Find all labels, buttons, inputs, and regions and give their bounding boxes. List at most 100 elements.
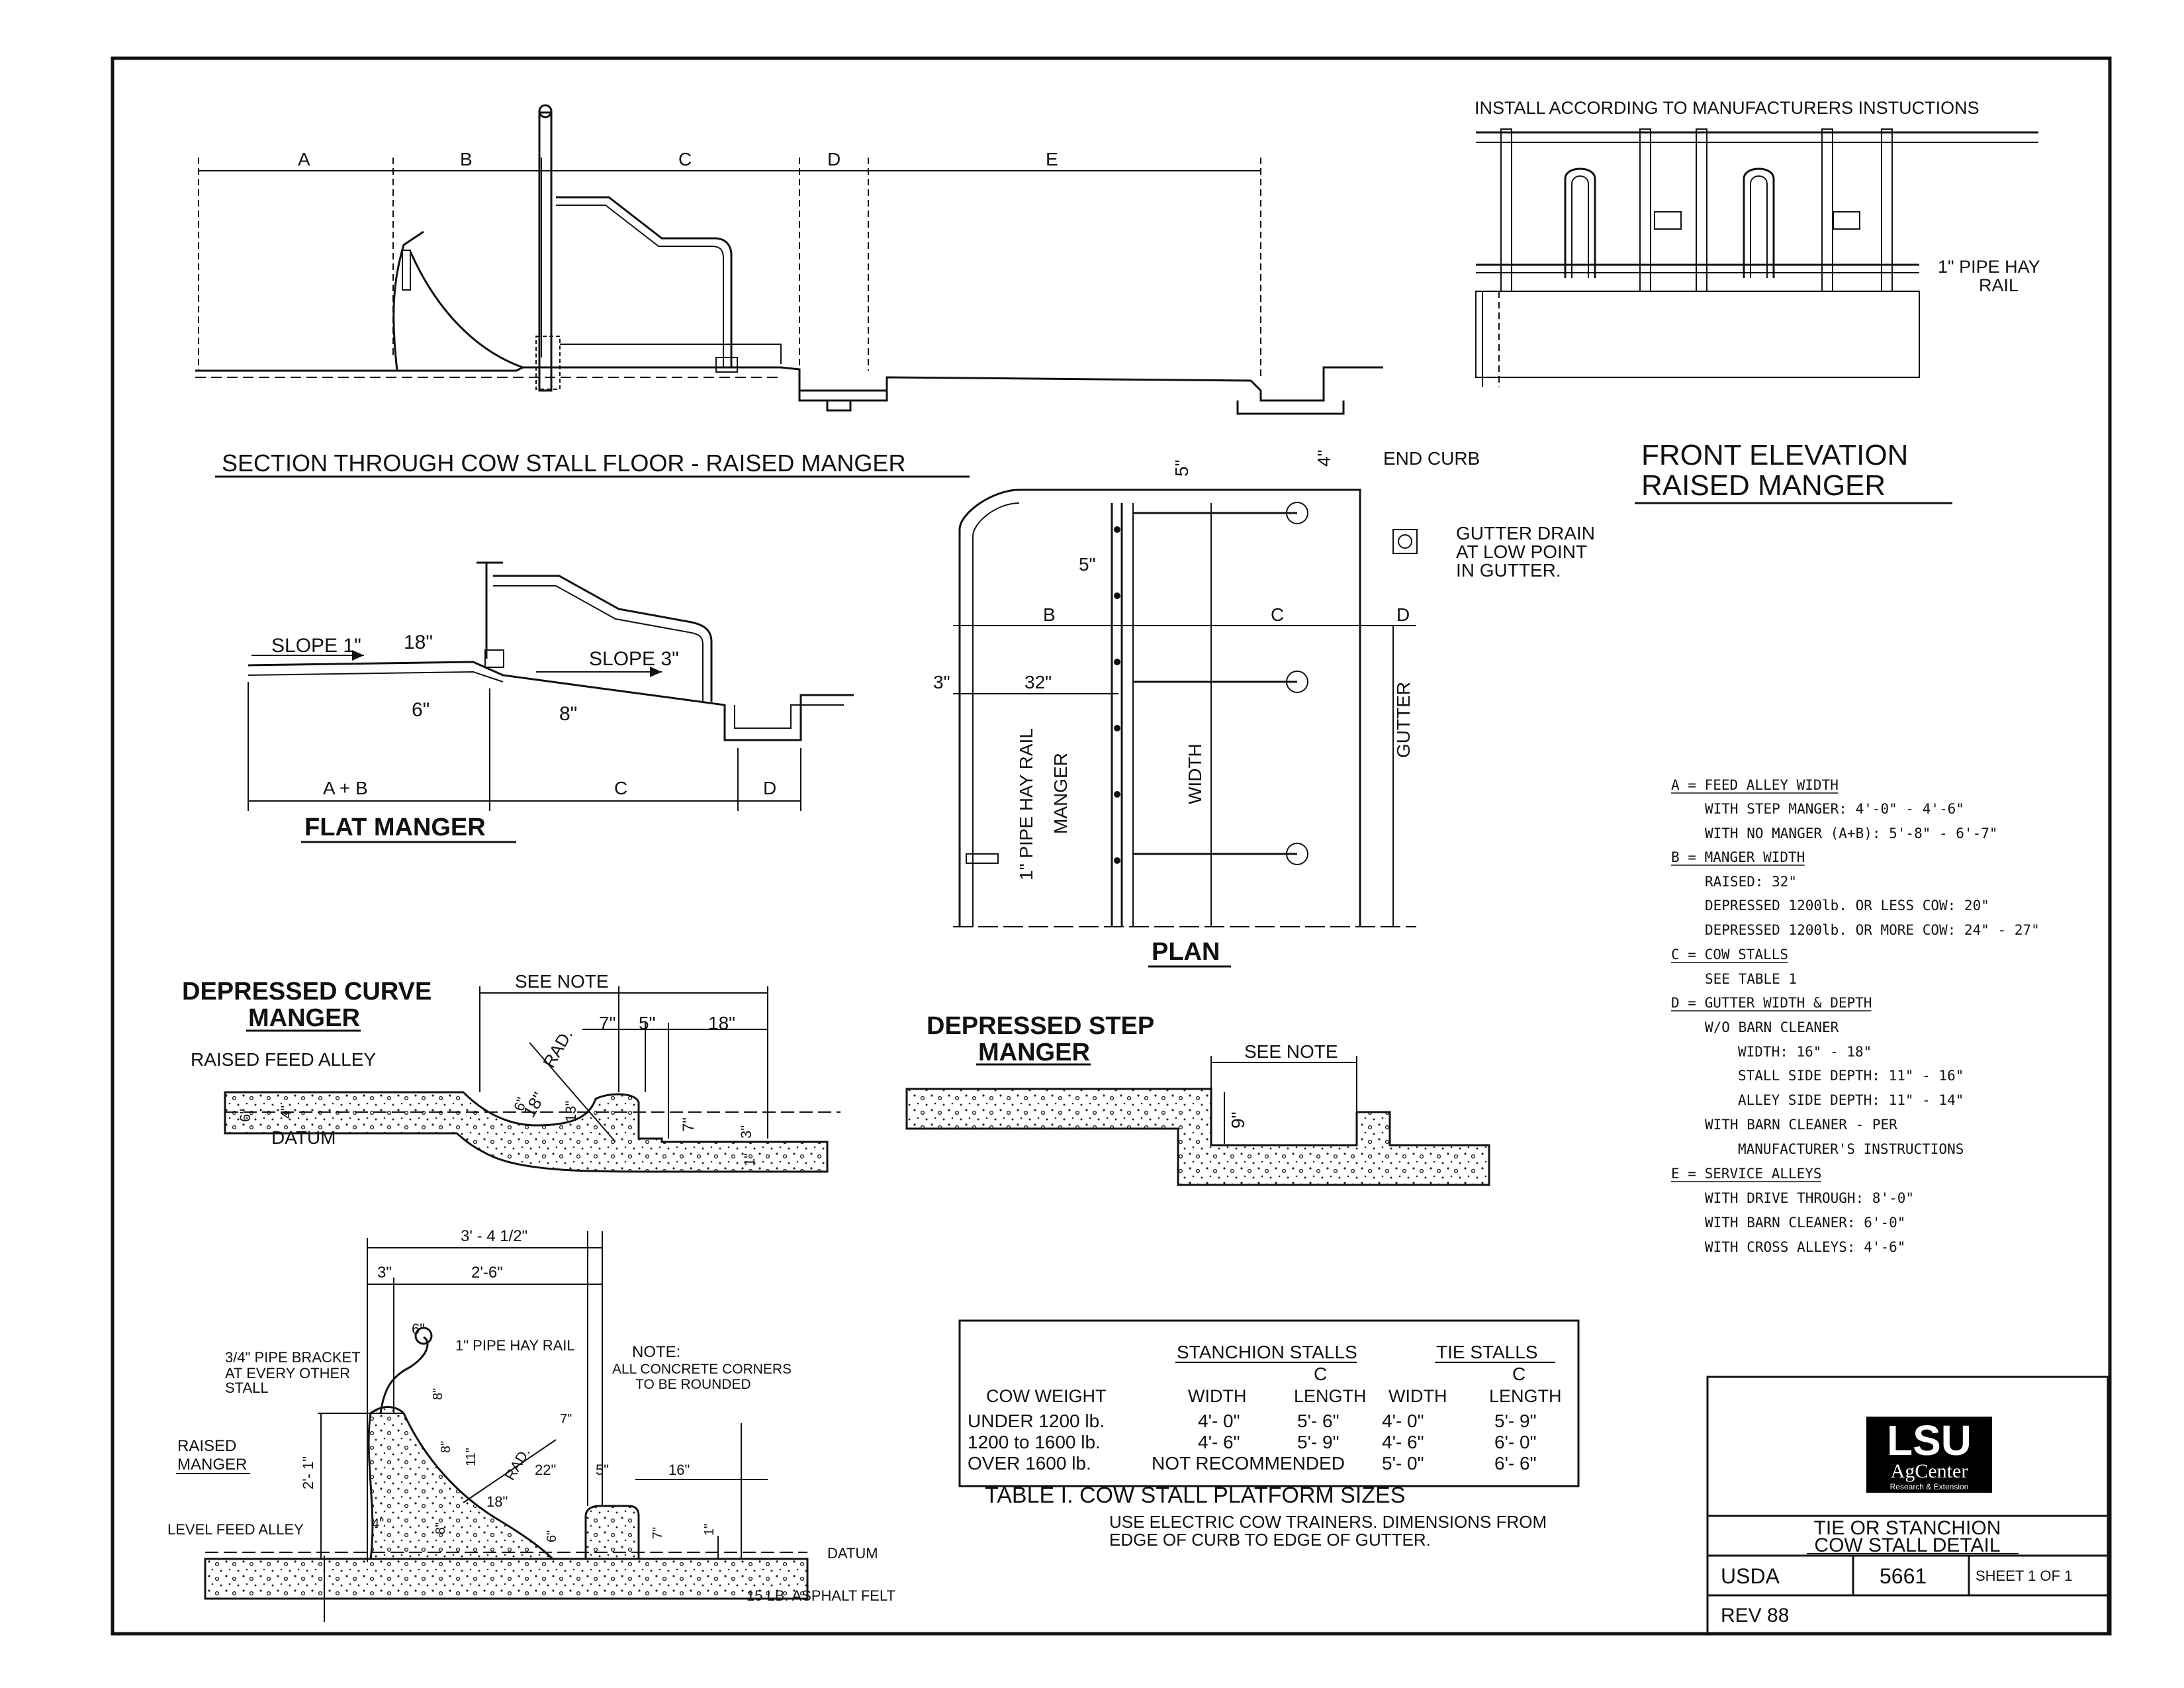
raised-note-1: NOTE: (632, 1343, 680, 1361)
curve-title-2: MANGER (248, 1004, 360, 1032)
plan-dim-b: B (1043, 604, 1056, 625)
legend-line: W/O BARN CLEANER (1705, 1019, 1839, 1035)
step-title-1: DEPRESSED STEP (927, 1012, 1154, 1040)
table-group-tie: TIE STALLS (1436, 1342, 1538, 1362)
table-cell: 4'- 6" (1382, 1432, 1424, 1452)
raised-bracket-3: STALL (225, 1380, 269, 1396)
table-cell: 5'- 9" (1494, 1411, 1537, 1431)
flat-dim-c: C (614, 778, 627, 798)
front-elevation-title-1: FRONT ELEVATION (1641, 439, 1908, 471)
legend-line: STALL SIDE DEPTH: 11" - 16" (1738, 1068, 1964, 1084)
dim-e: E (1046, 149, 1058, 169)
raised-datum: DATUM (827, 1545, 878, 1562)
legend-line: E = SERVICE ALLEYS (1671, 1166, 1822, 1182)
plan-gutter-drain-3: IN GUTTER. (1456, 560, 1561, 581)
legend-line: WITH BARN CLEANER - PER (1705, 1117, 1897, 1133)
curve-rad: RAD. (539, 1025, 576, 1071)
legend-line: SEE TABLE 1 (1705, 971, 1797, 987)
title-rev: REV 88 (1721, 1605, 1789, 1626)
table-header: COW WEIGHT (986, 1386, 1106, 1406)
curve-d3: 3" (738, 1125, 754, 1139)
table-cell: 1200 to 1600 lb. (968, 1432, 1101, 1452)
table-cell: 4'- 6" (1198, 1432, 1240, 1452)
front-rail-label-2: RAIL (1979, 275, 2019, 295)
flat-slope1: SLOPE 1" (271, 635, 361, 657)
raised-bracket-1: 3/4" PIPE BRACKET (225, 1349, 361, 1366)
front-rail-label-1: 1" PIPE HAY (1938, 257, 2040, 277)
table-group-stanchion: STANCHION STALLS (1177, 1342, 1357, 1362)
legend-line: WITH BARN CLEANER: 6'-0" (1705, 1215, 1905, 1231)
table-cell: 4'- 0" (1198, 1411, 1240, 1431)
table-header: WIDTH (1188, 1386, 1246, 1406)
dim-c: C (678, 149, 692, 169)
table-row3-w: 5'- 0" (1382, 1453, 1424, 1474)
curve-d7: 7" (599, 1013, 616, 1033)
table-cell: UNDER 1200 lb. (968, 1411, 1105, 1431)
table-note-2: EDGE OF CURB TO EDGE OF GUTTER. (1109, 1530, 1431, 1550)
curve-d5: 5" (639, 1013, 656, 1033)
table-rows: UNDER 1200 lb.4'- 0"5'- 6"4'- 0"5'- 9"12… (968, 1411, 1537, 1452)
curve-d7b: 7" (680, 1117, 698, 1132)
curve-title-1: DEPRESSED CURVE (182, 978, 432, 1006)
flat-manger-drawing (248, 561, 854, 811)
legend-line: RAISED: 32" (1705, 874, 1797, 890)
table-c2: C (1512, 1364, 1525, 1384)
raised-level-feed-alley: LEVEL FEED ALLEY (167, 1521, 304, 1538)
plan-gutter: GUTTER (1393, 682, 1414, 758)
curve-raised-feed-alley: RAISED FEED ALLEY (191, 1049, 376, 1070)
title-block (1706, 1376, 2109, 1635)
raised-d4: 4" (372, 1517, 384, 1531)
raised-d1: 1" (702, 1524, 717, 1536)
dim-b: B (460, 149, 473, 169)
plan-gutter-drain-1: GUTTER DRAIN (1456, 523, 1595, 543)
plan-d3: 3" (933, 672, 950, 692)
table-row3-not: NOT RECOMMENDED (1152, 1453, 1345, 1474)
legend-line: DEPRESSED 1200lb. OR LESS COW: 20" (1705, 898, 1989, 914)
plan-d5-side: 5" (1079, 554, 1096, 575)
plan-dim-c: C (1271, 604, 1284, 625)
title-usda: USDA (1721, 1564, 1780, 1588)
table-cell: 6'- 0" (1494, 1432, 1537, 1452)
raised-note-3: TO BE ROUNDED (635, 1377, 751, 1392)
logo-tag: Research & Extension (1890, 1482, 1969, 1491)
raised-d11: 11" (464, 1448, 478, 1466)
legend-line: ALLEY SIDE DEPTH: 11" - 14" (1738, 1092, 1964, 1108)
legend-line: WITH NO MANGER (A+B): 5'-8" - 6'-7" (1705, 825, 1998, 841)
curve-d4: 4" (278, 1105, 295, 1119)
legend-line: WIDTH: 16" - 18" (1738, 1044, 1872, 1060)
plan-title: PLAN (1152, 938, 1220, 966)
front-elevation-drawing (1475, 128, 2038, 387)
raised-d6b: 6" (545, 1530, 559, 1542)
plan-end-curb: END CURB (1383, 448, 1480, 469)
dim-a: A (298, 149, 310, 169)
curve-d13: 13" (563, 1101, 579, 1122)
title-sheet: SHEET 1 OF 1 (1976, 1568, 2072, 1584)
curve-d6: 6" (237, 1109, 253, 1122)
raised-d22: 22" (535, 1462, 556, 1478)
depressed-step-drawing (905, 1056, 1490, 1186)
raised-d8: 8" (431, 1388, 445, 1400)
plan-d32: 32" (1024, 672, 1052, 692)
raised-manger-1: RAISED (177, 1437, 236, 1455)
legend-line: B = MANGER WIDTH (1671, 849, 1805, 865)
table-cell: 5'- 9" (1297, 1432, 1340, 1452)
legend-line: A = FEED ALLEY WIDTH (1671, 777, 1839, 793)
depressed-curve-drawing (224, 986, 841, 1173)
plan-d4-top: 4" (1314, 449, 1334, 467)
plan-manger: MANGER (1050, 753, 1071, 834)
raised-note-2: ALL CONCRETE CORNERS (612, 1362, 792, 1377)
sheet-border (111, 56, 2112, 1636)
table-cell: 4'- 0" (1382, 1411, 1424, 1431)
flat-d18: 18" (404, 632, 433, 653)
raised-d3: 3" (377, 1264, 392, 1282)
step-title-2: MANGER (978, 1039, 1090, 1066)
raised-d7: 7" (560, 1412, 572, 1427)
raised-d18: 18" (486, 1493, 508, 1510)
legend-line: C = COW STALLS (1671, 947, 1788, 962)
logo-sub: AgCenter (1891, 1460, 1968, 1482)
table-header: LENGTH (1489, 1386, 1562, 1406)
step-see-note: SEE NOTE (1244, 1041, 1338, 1062)
curve-d1: 1" (741, 1153, 758, 1166)
